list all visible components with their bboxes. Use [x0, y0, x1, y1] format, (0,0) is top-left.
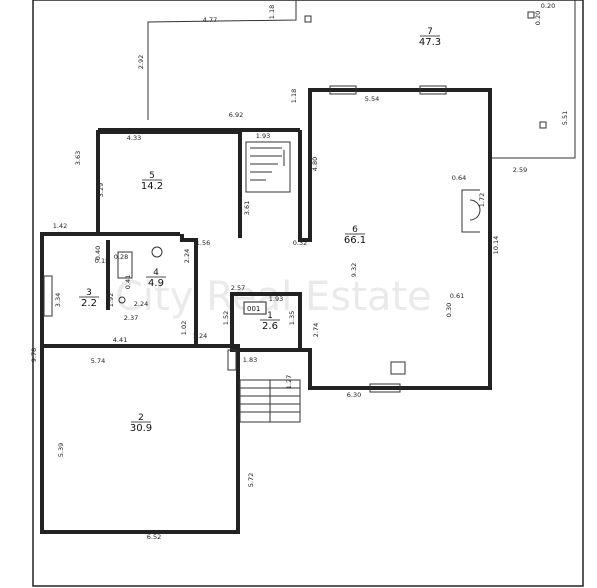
dimension-label: 1.93	[269, 295, 283, 303]
post-marker-2	[527, 11, 535, 19]
room-area-3: 2.2	[81, 298, 97, 309]
page-frame	[32, 0, 584, 587]
dimension-label: 5.72	[247, 473, 255, 487]
post-marker-1	[304, 15, 312, 23]
site-boundary-right	[490, 0, 576, 159]
post-marker-3	[539, 121, 547, 129]
dimension-label: 2.74	[312, 323, 320, 337]
dimension-label: 4.33	[127, 134, 141, 142]
dimension-label: 0.20	[534, 11, 542, 25]
dimension-label: 9.32	[350, 263, 358, 277]
dimension-label: 1.92	[107, 293, 115, 307]
dimension-label: 1.93	[256, 132, 270, 140]
wall-room-2	[40, 344, 240, 534]
dimension-label: 1.72	[478, 193, 486, 207]
windows	[43, 85, 447, 393]
toilet-fixture	[151, 246, 163, 258]
dimension-label: 1.27	[285, 375, 293, 389]
fireplace	[461, 189, 481, 233]
dimension-label: 1.02	[180, 321, 188, 335]
dimension-label: 2.24	[183, 249, 191, 263]
wall-room-6	[298, 88, 492, 390]
dimension-label: 5.39	[57, 443, 65, 457]
dimension-label: 0.40	[94, 246, 102, 260]
room-area-7: 47.3	[419, 37, 441, 48]
dimension-label: 0.32	[293, 239, 307, 247]
dimension-label: 2.37	[124, 314, 138, 322]
dimension-label: 0.61	[450, 292, 464, 300]
dimension-label: 3.29	[97, 183, 105, 197]
dimension-labels: 4.77 1.18 0.200.20 2.92 5.54 5.51 1.18 6.92 4.33…	[30, 2, 569, 541]
dimension-label: 0.64	[452, 174, 466, 182]
stairs-lower	[239, 379, 301, 423]
room-number-3: 3	[86, 288, 92, 298]
dimension-label: 2.92	[137, 55, 145, 69]
dimension-label: 0.15	[95, 257, 109, 265]
dimension-label: 1.56	[196, 239, 210, 247]
room-labels: 747.3 514.2 666.1 44.9 32.2 12.6 230.9	[79, 27, 441, 434]
dimension-label: 0.41	[124, 275, 132, 289]
wall-room-1	[230, 292, 302, 352]
dimension-label: 1.35	[288, 311, 296, 325]
room-number-6: 6	[352, 225, 358, 235]
room-number-5: 5	[149, 171, 155, 181]
room-area-2: 30.9	[130, 423, 152, 434]
room-area-4: 4.9	[148, 278, 164, 289]
dimension-label: 3.34	[54, 293, 62, 307]
stairs-upper	[245, 141, 291, 193]
dimension-label: 4.77	[203, 16, 217, 24]
dimension-label: 1.24	[193, 332, 207, 340]
dimension-label: 1.18	[290, 89, 298, 103]
dimension-label: 5.54	[365, 95, 379, 103]
dimension-label: 4.41	[113, 336, 127, 344]
dimension-label: 1.42	[53, 222, 67, 230]
room-area-1: 2.6	[262, 321, 278, 332]
dimension-label: 9.78	[30, 348, 38, 362]
room-number-4: 4	[153, 268, 159, 278]
dimension-label: 0.20	[541, 2, 555, 10]
marker-box	[243, 301, 267, 315]
room-number-7: 7	[427, 27, 433, 37]
drain-fixture	[118, 296, 126, 304]
dimension-label: 2.59	[513, 166, 527, 174]
dimension-label: 0.28	[114, 253, 128, 261]
dimension-label: 0.30	[445, 303, 453, 317]
room-number-1: 1	[267, 311, 273, 321]
dimension-label: 4.80	[311, 157, 319, 171]
dimension-label: 6.92	[229, 111, 243, 119]
dimension-label: 6.30	[347, 391, 361, 399]
site-boundary	[147, 0, 297, 120]
sink-fixture	[117, 251, 133, 279]
dimension-label: 2.57	[231, 284, 245, 292]
dimension-label: 10.14	[492, 236, 500, 255]
outlet-box	[390, 361, 406, 375]
dimension-label: 5.74	[91, 357, 105, 365]
wall-room-5	[96, 130, 242, 238]
room-area-6: 66.1	[344, 235, 366, 246]
dimension-label: 2.24	[134, 300, 148, 308]
dimension-label: 1.52	[222, 311, 230, 325]
dimension-label: 5.51	[561, 111, 569, 125]
dimension-label: 3.61	[243, 201, 251, 215]
room-number-2: 2	[138, 413, 144, 423]
watermark: City Real Estate	[115, 274, 432, 320]
dimension-label: 1.83	[243, 356, 257, 364]
room-area-5: 14.2	[141, 181, 163, 192]
marker-label: 001	[247, 305, 260, 313]
dimension-label: 3.63	[74, 151, 82, 165]
dimension-label: 6.52	[147, 533, 161, 541]
dimension-label: 1.18	[268, 5, 276, 19]
